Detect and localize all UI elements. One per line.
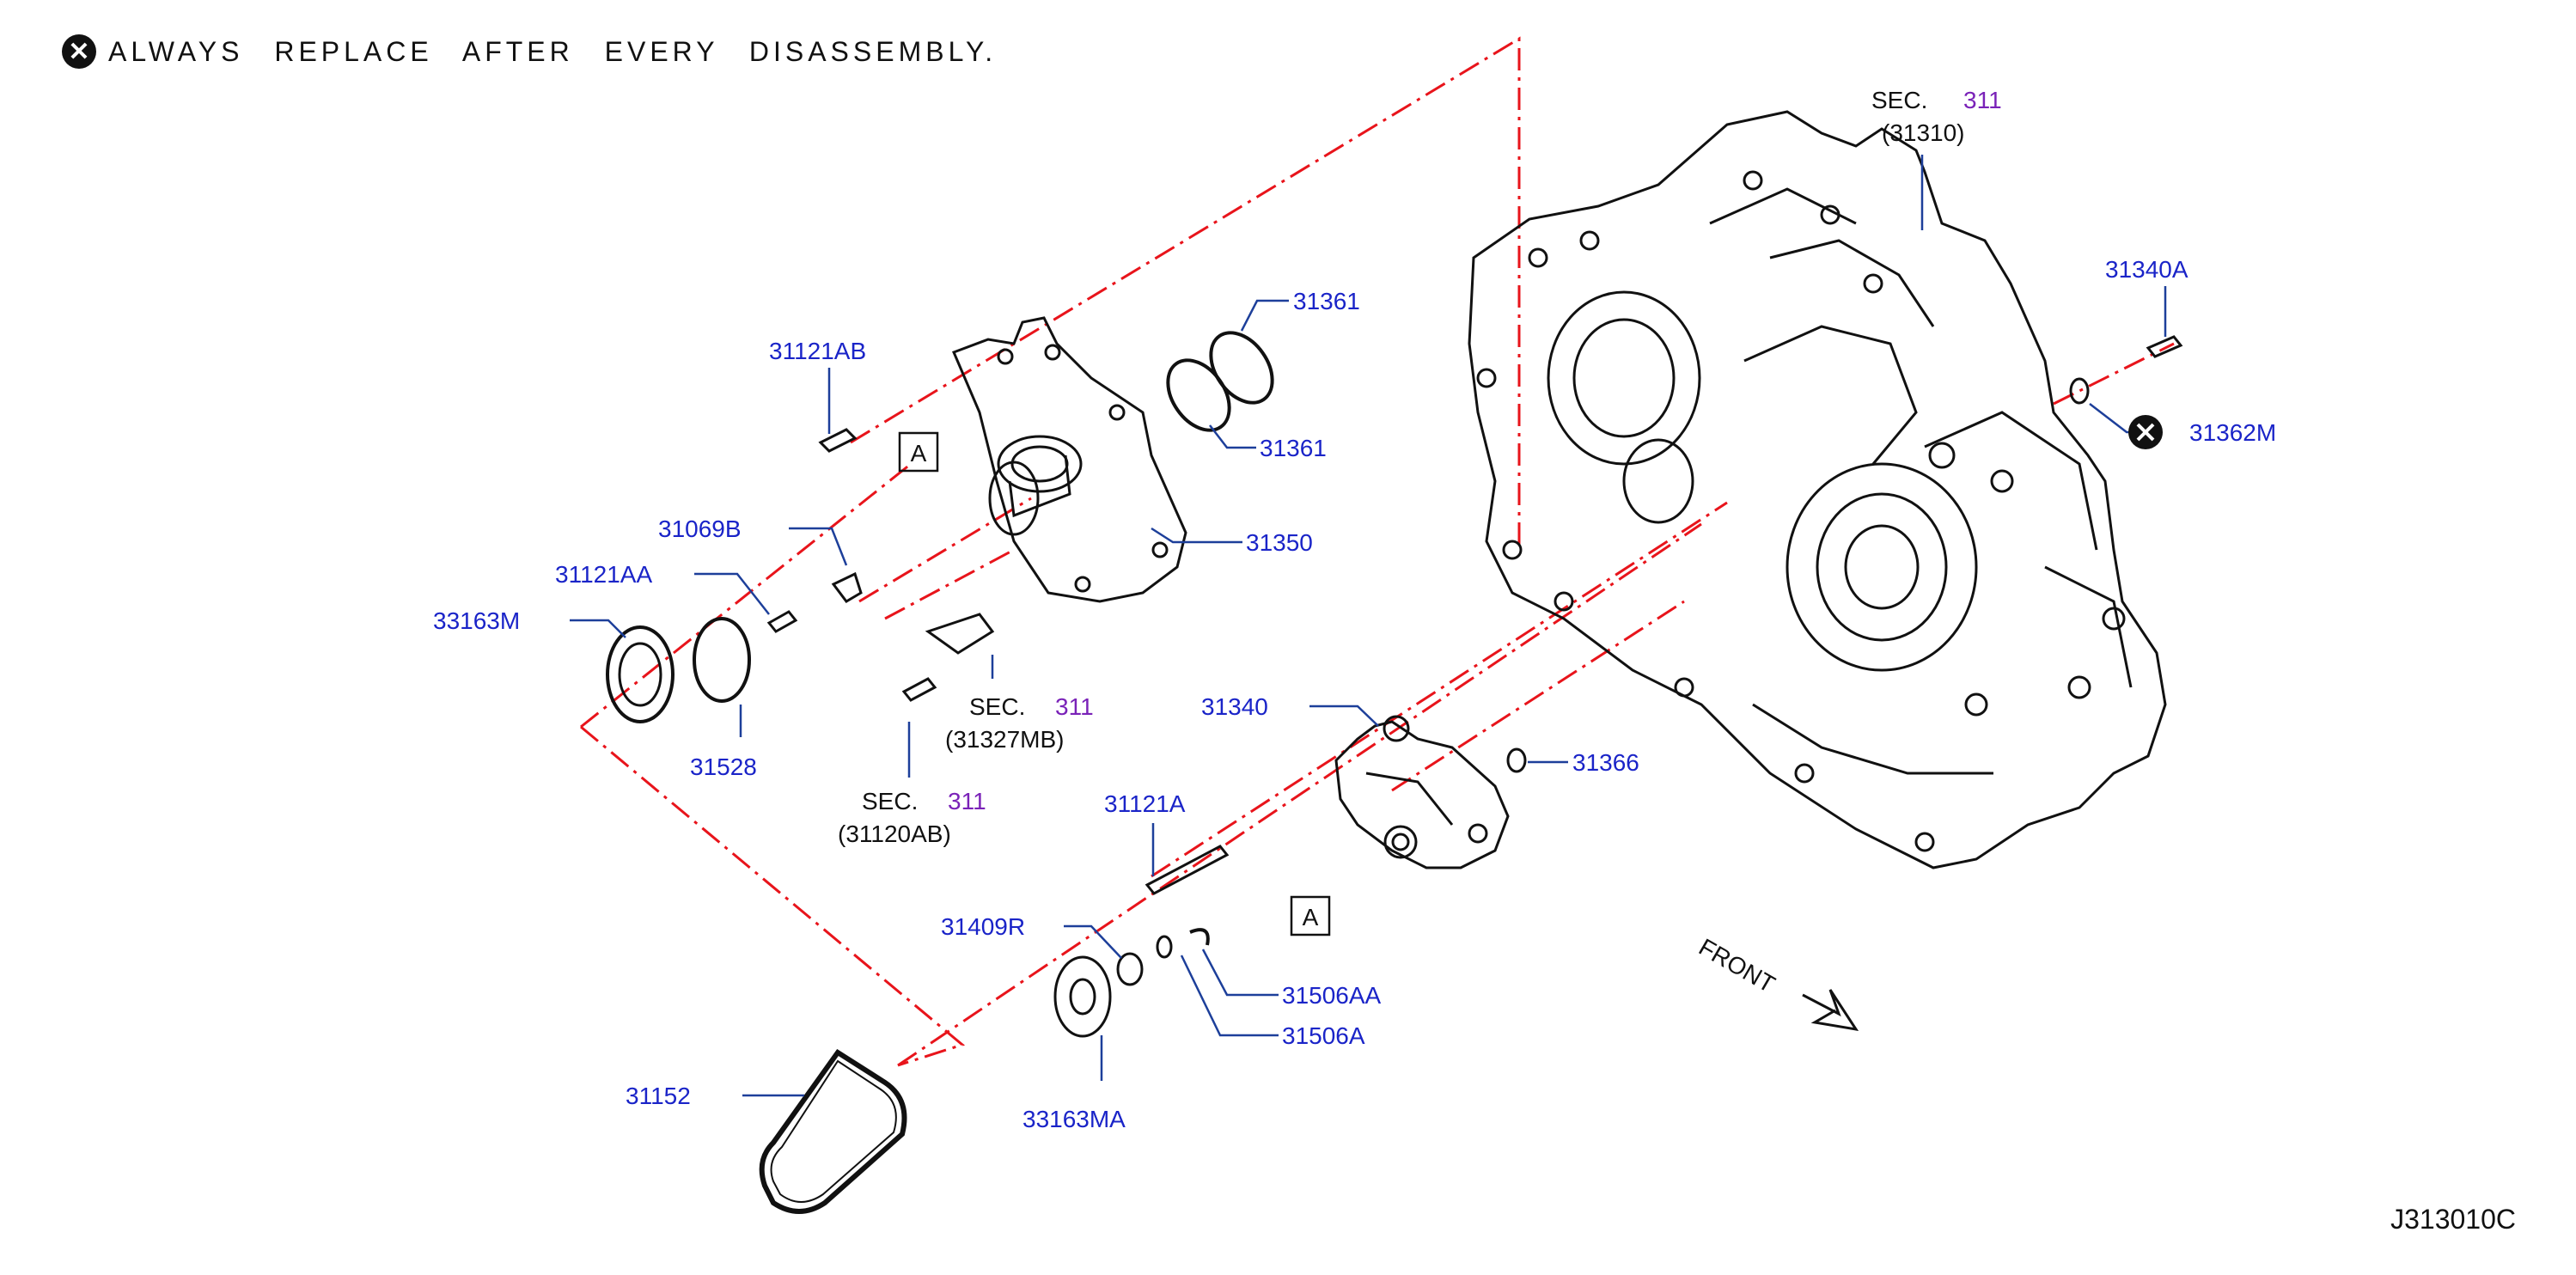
label-33163MA: 33163MA bbox=[1022, 1106, 1126, 1132]
label-31366: 31366 bbox=[1572, 749, 1639, 776]
label-31506AA: 31506AA bbox=[1282, 982, 1382, 1009]
svg-text:A: A bbox=[911, 440, 927, 467]
front-indicator: FRONT bbox=[1694, 933, 1859, 1032]
label-31121A: 31121A bbox=[1104, 790, 1186, 817]
assembly-centerlines bbox=[580, 36, 2175, 1067]
front-label: FRONT bbox=[1694, 933, 1779, 997]
section-ref-bolt: SEC. 311 (31120AB) bbox=[838, 788, 986, 847]
label-31361-bottom: 31361 bbox=[1260, 435, 1327, 461]
label-31069B: 31069B bbox=[658, 515, 742, 542]
section-ref-case: SEC. 311 (31310) bbox=[1871, 87, 2002, 146]
label-31528: 31528 bbox=[690, 753, 757, 780]
svg-text:311: 311 bbox=[948, 788, 986, 814]
label-31506A: 31506A bbox=[1282, 1022, 1365, 1049]
o-rings bbox=[1166, 331, 1274, 432]
transmission-case bbox=[1468, 110, 2167, 869]
section-ref-bracket: SEC. 311 (31327MB) bbox=[945, 693, 1094, 753]
figure-code: J313010C bbox=[2390, 1204, 2516, 1235]
replace-notice: ✕ ALWAYS REPLACE AFTER EVERY DISASSEMBLY… bbox=[62, 33, 997, 70]
label-31340: 31340 bbox=[1201, 693, 1268, 720]
label-31361-top: 31361 bbox=[1293, 288, 1360, 314]
bolts bbox=[766, 335, 2183, 895]
label-33163M: 33163M bbox=[433, 607, 520, 634]
svg-text:SEC.: SEC. bbox=[969, 693, 1025, 720]
view-marker-a: A A bbox=[898, 431, 1331, 936]
front-arrow-icon bbox=[1802, 989, 1859, 1032]
leader-lines bbox=[570, 155, 2167, 1097]
svg-text:(31120AB): (31120AB) bbox=[838, 821, 951, 847]
svg-text:(31327MB): (31327MB) bbox=[945, 726, 1065, 753]
svg-text:A: A bbox=[1303, 904, 1319, 930]
label-31340A: 31340A bbox=[2105, 256, 2188, 283]
svg-text:SEC.: SEC. bbox=[862, 788, 918, 814]
label-31152: 31152 bbox=[626, 1083, 691, 1109]
replace-mark-icon: ✕ bbox=[62, 34, 96, 69]
svg-text:311: 311 bbox=[1963, 87, 2002, 113]
label-31350: 31350 bbox=[1246, 529, 1313, 556]
label-31121AB: 31121AB bbox=[769, 338, 866, 364]
drive-chain bbox=[759, 1048, 907, 1214]
end-cover bbox=[952, 316, 1187, 603]
label-31362M: 31362M bbox=[2189, 419, 2276, 446]
replace-notice-text: ALWAYS REPLACE AFTER EVERY DISASSEMBLY. bbox=[108, 35, 998, 67]
label-31121AA: 31121AA bbox=[555, 561, 652, 588]
svg-text:311: 311 bbox=[1055, 693, 1094, 720]
svg-text:(31310): (31310) bbox=[1882, 119, 1965, 146]
svg-text:SEC.: SEC. bbox=[1871, 87, 1927, 113]
small-parts bbox=[606, 377, 2090, 1038]
oil-pump bbox=[1334, 715, 1510, 869]
replace-mark-icon bbox=[2128, 415, 2163, 449]
label-31409R: 31409R bbox=[941, 913, 1025, 940]
